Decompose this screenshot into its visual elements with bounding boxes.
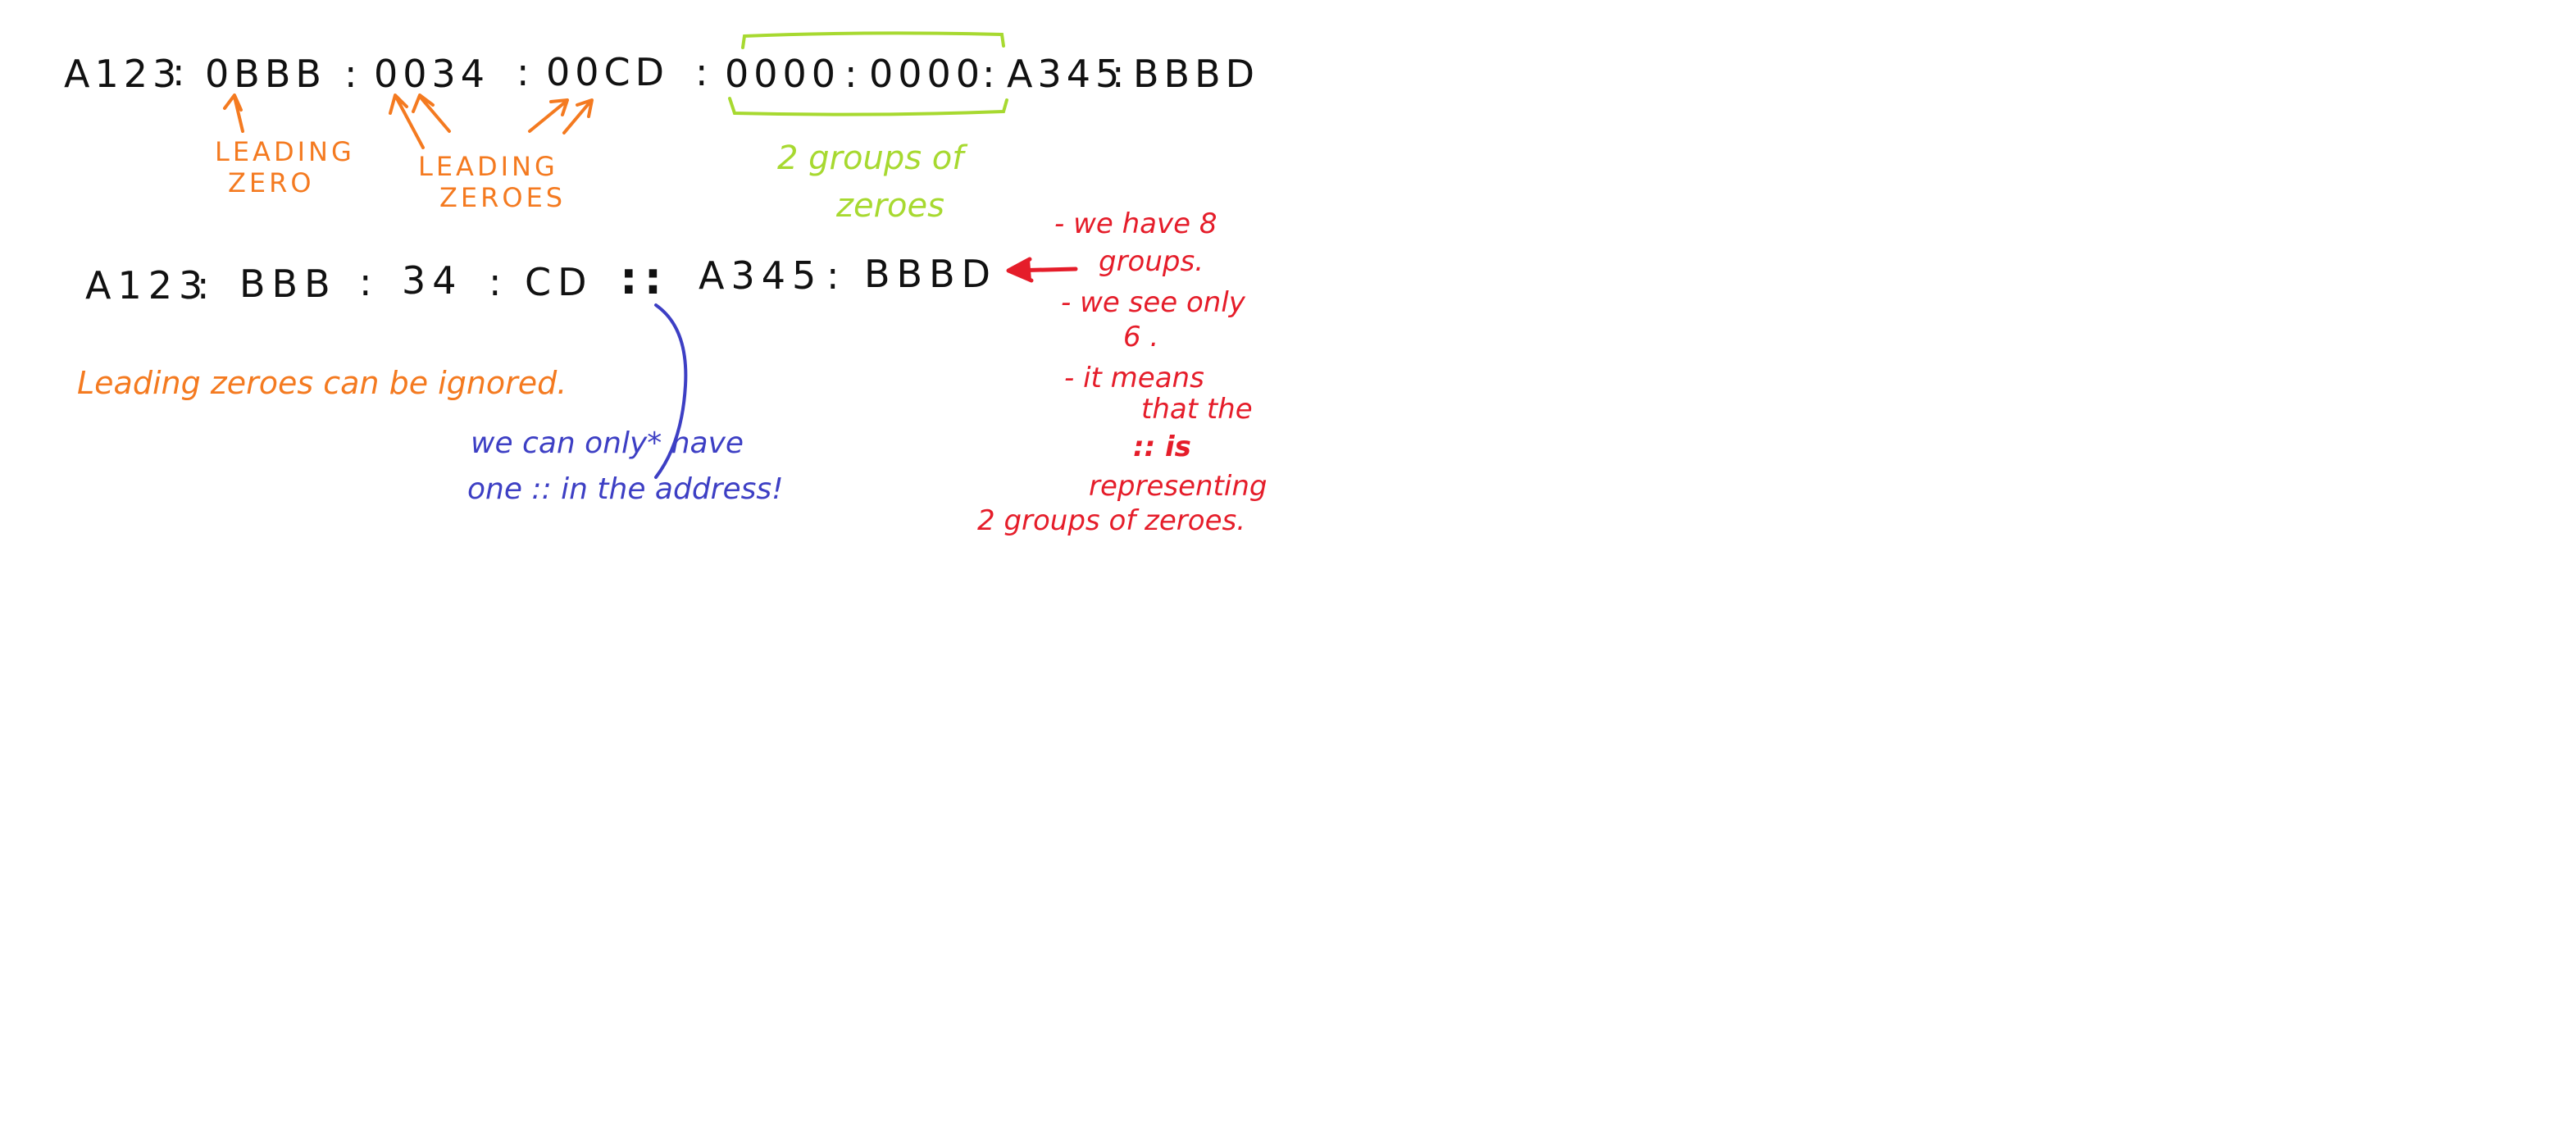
compressed-group-4: CD xyxy=(525,260,594,304)
compressed-sep-3: : xyxy=(489,260,508,304)
compressed-group-5: A345 xyxy=(699,253,822,298)
leading-zero-arrows xyxy=(223,93,594,149)
blue-note-line-2: one :: in the address! xyxy=(467,472,784,506)
arrow-leading-zeroes-c xyxy=(528,98,569,133)
double-colon-connector xyxy=(654,303,688,479)
two-groups-zeroes-label: 2 groups of zeroes xyxy=(777,139,968,225)
bracket-top xyxy=(741,31,1005,49)
compressed-group-1: A123 xyxy=(85,263,209,308)
full-sep-6: : xyxy=(982,52,1000,96)
red-arrow-head xyxy=(1006,257,1034,283)
arrow-leading-zero xyxy=(223,93,244,133)
blue-note-line-1: we can only* have xyxy=(471,426,744,460)
compressed-group-2: BBB xyxy=(239,262,337,306)
leading-zeroes-line-1: LEADING xyxy=(418,151,558,182)
explanation-notes: - we have 8 groups. - we see only 6 . - … xyxy=(977,207,1267,537)
compressed-double-colon: :: xyxy=(620,253,668,304)
arrow-leading-zeroes-d xyxy=(562,98,594,134)
compressed-address: A123 : BBB : 34 : CD :: A345 : BBBD xyxy=(85,252,997,308)
compressed-sep-4: : xyxy=(826,253,846,298)
explanation-line-4: 6 . xyxy=(1123,321,1158,353)
bracket-bottom xyxy=(728,97,1008,116)
arrow-leading-zeroes-a xyxy=(389,93,425,149)
two-groups-line-2: zeroes xyxy=(835,187,944,225)
red-pointer-arrow xyxy=(1006,257,1078,283)
full-group-2: 0BBB xyxy=(205,52,326,96)
full-group-3: 0034 xyxy=(374,52,489,96)
zero-groups-bracket xyxy=(728,31,1008,116)
explanation-line-1: - we have 8 xyxy=(1054,207,1217,240)
one-double-colon-note: we can only* have one :: in the address! xyxy=(467,426,784,506)
full-group-4: 00CD xyxy=(546,50,669,94)
explanation-line-6: that the xyxy=(1141,393,1253,426)
full-group-8: BBBD xyxy=(1133,52,1259,96)
full-sep-5: : xyxy=(844,52,862,96)
explanation-line-8: representing xyxy=(1089,470,1267,503)
full-group-7: A345 xyxy=(1007,52,1124,96)
full-sep-2: : xyxy=(344,52,362,96)
full-group-6: 0000 xyxy=(869,52,985,96)
explanation-line-7: :: is xyxy=(1133,431,1191,463)
explanation-line-2: groups. xyxy=(1099,245,1204,278)
leading-zeroes-ignored-note: Leading zeroes can be ignored. xyxy=(77,365,567,401)
arrow-leading-zeroes-b xyxy=(412,93,451,133)
leading-zero-label: LEADING ZERO xyxy=(215,136,355,198)
leading-zeroes-line-2: ZEROES xyxy=(439,182,566,213)
full-group-1: A123 xyxy=(64,52,181,96)
full-group-5: 0000 xyxy=(725,52,840,96)
explanation-line-3: - we see only xyxy=(1061,286,1246,319)
full-address: A123 : 0BBB : 0034 : 00CD : 0000 : 0000 … xyxy=(64,50,1259,96)
full-sep-4: : xyxy=(695,50,713,94)
explanation-line-5: - it means xyxy=(1064,362,1204,394)
compressed-group-6: BBBD xyxy=(864,252,997,296)
leading-zeroes-label: LEADING ZEROES xyxy=(418,151,566,213)
two-groups-line-1: 2 groups of xyxy=(777,139,968,177)
compressed-sep-2: : xyxy=(359,260,379,304)
explanation-line-9: 2 groups of zeroes. xyxy=(977,504,1245,537)
compressed-group-3: 34 xyxy=(402,258,463,303)
full-sep-7: : xyxy=(1112,52,1130,96)
full-sep-3: : xyxy=(517,50,535,94)
leading-zero-line-2: ZERO xyxy=(228,167,315,198)
compressed-sep-1: : xyxy=(197,263,216,308)
leading-zero-line-1: LEADING xyxy=(215,136,355,167)
full-sep-1: : xyxy=(172,50,190,94)
